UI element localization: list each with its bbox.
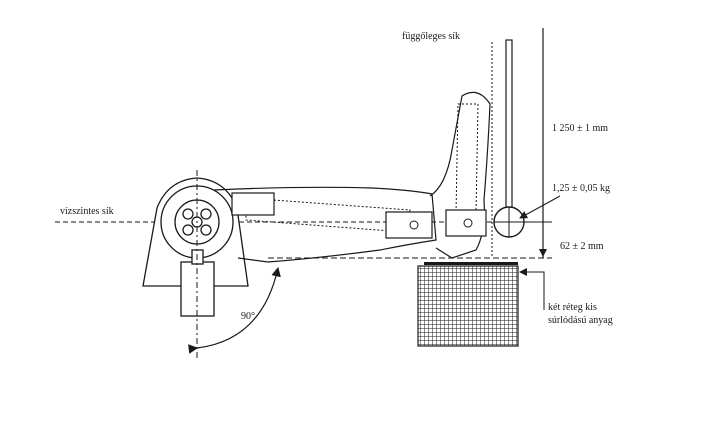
knee-joint-block	[385, 211, 433, 239]
friction-material-block	[417, 265, 519, 347]
mass-label: 1,25 ± 0,05 kg	[552, 183, 610, 194]
vertical-plane-label: függőleges sík	[402, 31, 460, 42]
material-label-line1: két réteg kis	[548, 302, 597, 313]
mass-pointer	[519, 195, 561, 219]
knee-pin	[409, 220, 419, 230]
material-label-line2: súrlódású anyag	[548, 315, 613, 326]
angle-arc	[188, 266, 281, 354]
offset-label: 62 ± 2 mm	[560, 241, 604, 252]
material-leader-line	[519, 268, 545, 310]
ankle-pin	[463, 218, 473, 228]
friction-material-top	[424, 262, 518, 265]
angle-label: 90°	[241, 311, 255, 322]
hip-joint-block	[231, 192, 275, 216]
impactor-rod	[505, 39, 513, 209]
height-label: 1 250 ± 1 mm	[552, 123, 608, 134]
ankle-block	[445, 209, 487, 237]
tibia-bone	[455, 103, 479, 215]
horizontal-plane-label: vízszintes sík	[60, 206, 114, 217]
